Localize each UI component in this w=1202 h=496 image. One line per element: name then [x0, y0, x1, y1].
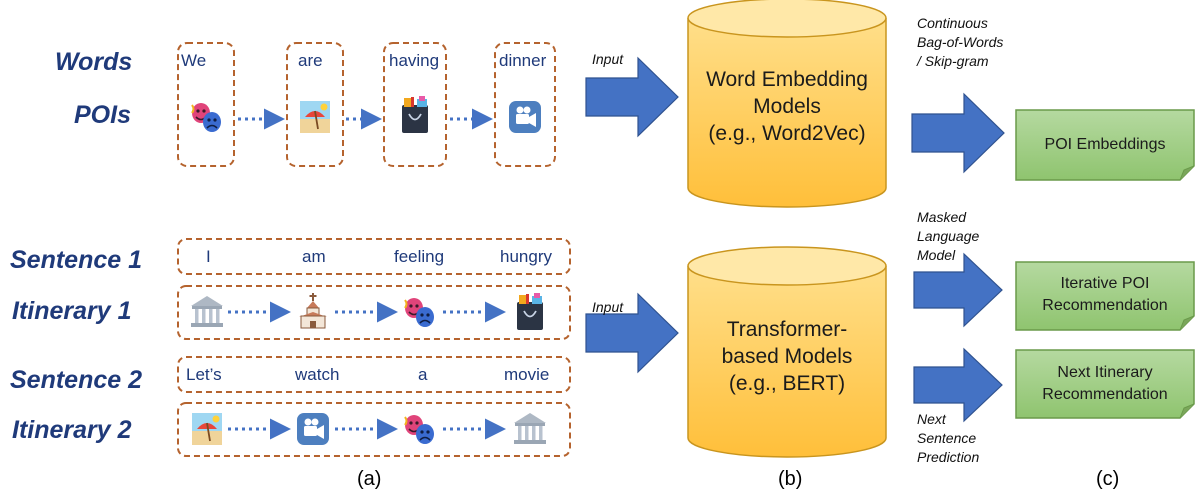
label-words: Words [55, 48, 133, 76]
word-1: We [181, 51, 207, 70]
sentence-1-word-1: I [206, 247, 211, 266]
theater-masks-icon [404, 297, 435, 328]
word-2: are [298, 51, 323, 70]
word-embedding-cylinder [687, 0, 887, 208]
caption-c: (c) [1096, 468, 1120, 490]
theater-masks-icon [191, 102, 222, 133]
label-sentence-1: Sentence 1 [10, 246, 143, 274]
sentence-2-word-3: a [418, 365, 428, 384]
itinerary-dotted-arrows [228, 301, 506, 440]
itinerary-2-box [177, 402, 571, 457]
input-label-top: Input [592, 51, 624, 67]
caption-a: (a) [357, 468, 382, 490]
shopping-bag-icon [516, 292, 544, 331]
sentence-2-word-2: watch [295, 365, 340, 384]
poi-group-1 [177, 42, 235, 167]
transformer-models-label: Transformer- based Models (e.g., BERT) [721, 318, 853, 395]
word-3: having [389, 51, 440, 70]
church-icon [298, 292, 328, 329]
label-sentence-2: Sentence 2 [10, 366, 143, 394]
cinema-icon [509, 101, 541, 133]
label-itinerary-1: Itinerary 1 [12, 297, 132, 325]
output-arrow-nsp [913, 347, 1003, 423]
cinema-icon [297, 413, 329, 445]
iterative-poi-label: Iterative POI Recommendation [1042, 275, 1168, 314]
itinerary-1-box [177, 285, 571, 340]
poi-embeddings-label: POI Embeddings [1044, 136, 1166, 153]
poi-group-4 [494, 42, 556, 167]
word-4: dinner [499, 51, 547, 70]
museum-icon [191, 296, 223, 327]
museum-icon [514, 413, 546, 444]
theater-masks-icon [404, 414, 435, 445]
output-arrow-mlm [913, 252, 1003, 328]
next-itinerary-label: Next Itinerary Recommendation [1042, 364, 1168, 403]
note-nsp: Next Sentence Prediction [917, 411, 980, 465]
beach-icon [191, 412, 223, 446]
sentence-1-word-4: hungry [500, 247, 552, 266]
sentence-2-word-4: movie [504, 365, 550, 384]
word-embedding-models-label: Word Embedding Models (e.g., Word2Vec) [706, 68, 868, 145]
transformer-cylinder [687, 246, 887, 458]
label-itinerary-2: Itinerary 2 [12, 416, 132, 444]
input-label-bottom: Input [592, 299, 624, 315]
beach-icon [299, 100, 331, 134]
poi-group-2 [286, 42, 344, 167]
sentence-1-word-2: am [302, 247, 326, 266]
note-mlm: Masked Language Model [917, 209, 980, 263]
sentence-1-word-3: feeling [394, 247, 445, 266]
note-cbow: Continuous Bag-of-Words / Skip-gram [917, 15, 1004, 69]
sentence-2-word-1: Let’s [186, 365, 222, 384]
input-arrow-bottom [585, 292, 679, 374]
input-arrow-top [585, 56, 679, 138]
label-pois: POIs [74, 101, 131, 129]
shopping-bag-icon [401, 95, 429, 134]
output-arrow-cbow [911, 92, 1005, 174]
caption-b: (b) [778, 468, 803, 490]
poi-group-3 [383, 42, 447, 167]
